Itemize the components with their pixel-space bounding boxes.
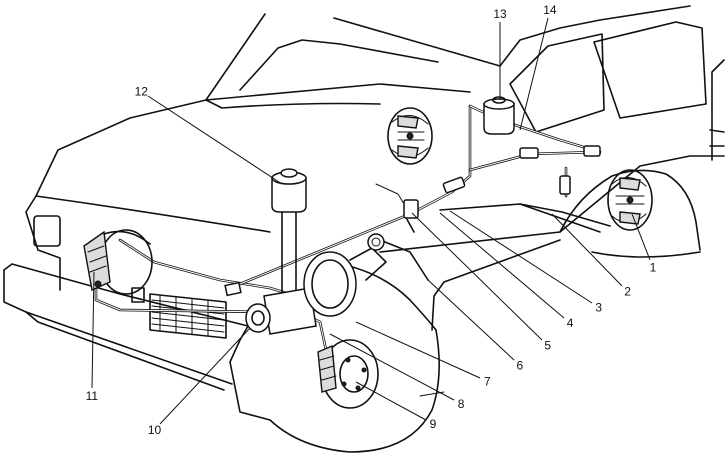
rear-side-window [509, 33, 605, 133]
bumper-underside [25, 311, 225, 391]
windshield-frame [239, 39, 439, 91]
hose-front-right [379, 239, 429, 281]
rear-axle-fittings [403, 145, 601, 219]
master-cylinder-end [245, 303, 271, 333]
callout-leader-8 [329, 333, 455, 401]
callout-leader-11 [91, 271, 95, 389]
bumper-top [3, 263, 271, 421]
brake-lines [94, 104, 611, 366]
rear-bumper-edge [709, 129, 725, 147]
callout-number-4: 4 [567, 316, 574, 330]
brake-pedal-pivot [367, 233, 385, 251]
master-cylinder-booster [224, 233, 387, 335]
rear-pressure-regulator [483, 96, 515, 135]
roof-line [333, 17, 501, 67]
front-right-caliper [317, 344, 337, 393]
callout-leader-1 [631, 213, 651, 261]
bumper-bottom [3, 269, 233, 385]
front-wheel-arch [329, 261, 437, 331]
callout-leader-2 [551, 213, 623, 287]
fascia-left [25, 211, 61, 291]
booster-mount [349, 247, 387, 281]
front-right-hub [339, 355, 369, 393]
rear-pillar [711, 59, 725, 161]
front-right-brake [317, 339, 379, 409]
callout-leader-12 [147, 95, 283, 185]
callout-number-1: 1 [650, 260, 657, 274]
callout-leader-5 [411, 212, 543, 341]
rear-tyre-bottom [591, 251, 701, 258]
plate-bracket [131, 287, 145, 303]
a-pillar [205, 13, 266, 101]
pressure-regulator-connector [224, 281, 242, 297]
callout-leader-3 [449, 210, 593, 304]
hood-crease [205, 99, 381, 109]
callout-number-11: 11 [86, 389, 99, 403]
callout-leader-4 [439, 212, 565, 319]
hood-lower-edge [35, 195, 271, 233]
car-body [3, 5, 725, 453]
sill-line [379, 155, 725, 253]
rear-quarter-window [593, 21, 707, 119]
rear-roof [499, 5, 691, 67]
handbrake-rear-cable [519, 203, 601, 233]
callout-number-10: 10 [148, 423, 162, 437]
callout-number-6: 6 [517, 358, 524, 372]
rear-left-drum-brake [387, 107, 433, 165]
callout-number-9: 9 [430, 417, 437, 431]
callout-leader-6 [427, 279, 515, 361]
callout-leader-10 [159, 327, 251, 425]
grille [149, 293, 227, 339]
front-left-brake [83, 229, 153, 295]
callout-number-5: 5 [544, 339, 551, 353]
callout-number-12: 12 [135, 85, 149, 99]
callout-number-2: 2 [624, 285, 631, 299]
callout-leader-14 [519, 17, 549, 131]
rear-right-drum-brake [607, 169, 653, 231]
rear-wheel-arch [559, 169, 701, 251]
callout-number-3: 3 [595, 300, 602, 314]
handbrake-equalizer [403, 199, 419, 219]
front-tyre-outline [269, 329, 440, 453]
front-left-hose [103, 230, 151, 245]
callout-leader-9 [355, 381, 427, 421]
headlight [33, 215, 61, 247]
brake-fluid-reservoir [271, 168, 307, 301]
fascia-corner [25, 195, 37, 213]
callout-number-8: 8 [458, 397, 465, 411]
handbrake-cable [439, 203, 611, 227]
reservoir-hoses [281, 211, 297, 301]
lower-side [431, 239, 561, 331]
callout-number-13: 13 [493, 7, 507, 21]
callout-leader-7 [355, 321, 481, 379]
callout-number-7: 7 [484, 374, 491, 388]
callout-number-14: 14 [543, 3, 557, 17]
